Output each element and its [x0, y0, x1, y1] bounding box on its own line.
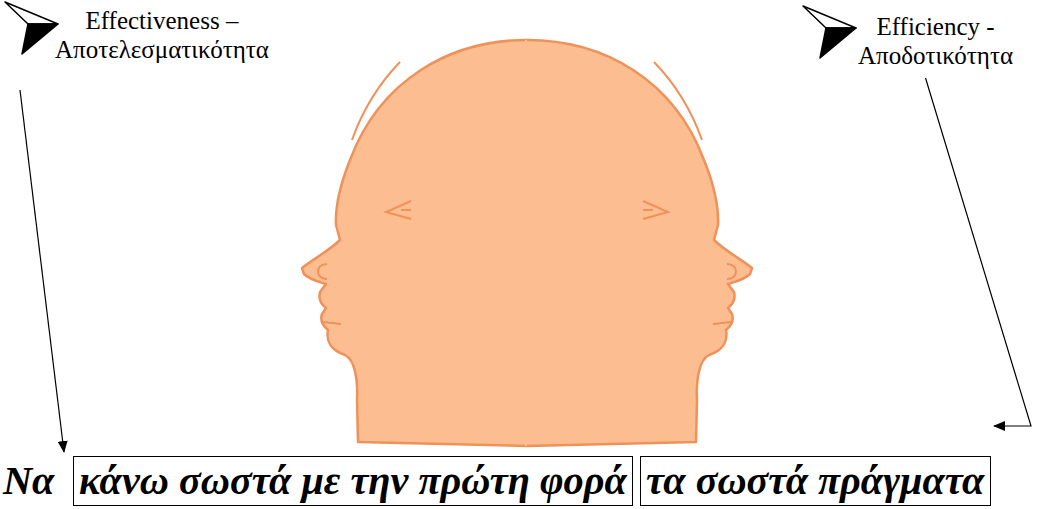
mouth — [323, 322, 341, 324]
bullet-upper-facet — [5, 2, 58, 24]
bullet-arrow-icon — [5, 2, 58, 54]
head-right-half — [525, 40, 752, 446]
nostril — [727, 264, 736, 279]
term-label: Effectiveness – Αποτελεσματικότητα — [55, 6, 269, 64]
leader-arrow — [926, 78, 1031, 426]
label-text: Να — [3, 458, 54, 504]
head-shading — [352, 62, 400, 140]
bullet-lower-facet — [820, 28, 856, 58]
box-text: κάνω σωστά με την πρώτη φορά — [79, 458, 627, 504]
bullet-arrow-icon — [803, 6, 856, 58]
text-box: τα σωστά πράγματα — [640, 456, 991, 506]
bullet-lower-facet — [22, 24, 58, 54]
label-text: Effectiveness – Αποτελεσματικότητα — [55, 6, 269, 64]
nostril — [318, 264, 327, 279]
bullet-upper-facet — [803, 6, 856, 28]
head-fill — [302, 40, 529, 446]
head-outline — [527, 40, 752, 446]
label-text: Efficiency - Αποδοτικότητα — [858, 12, 1013, 70]
mouth — [713, 322, 731, 324]
term-label: Efficiency - Αποδοτικότητα — [858, 12, 1013, 70]
eye — [643, 201, 668, 219]
eye — [386, 201, 411, 219]
text-box: κάνω σωστά με την πρώτη φορά — [73, 456, 633, 506]
head-left-half — [302, 40, 529, 446]
leader-arrow — [20, 90, 64, 452]
head-shading — [654, 62, 702, 140]
head-fill — [525, 40, 752, 446]
box-text: τα σωστά πράγματα — [646, 458, 984, 504]
sentence-start: Να — [3, 458, 54, 504]
head-outline — [302, 40, 527, 446]
